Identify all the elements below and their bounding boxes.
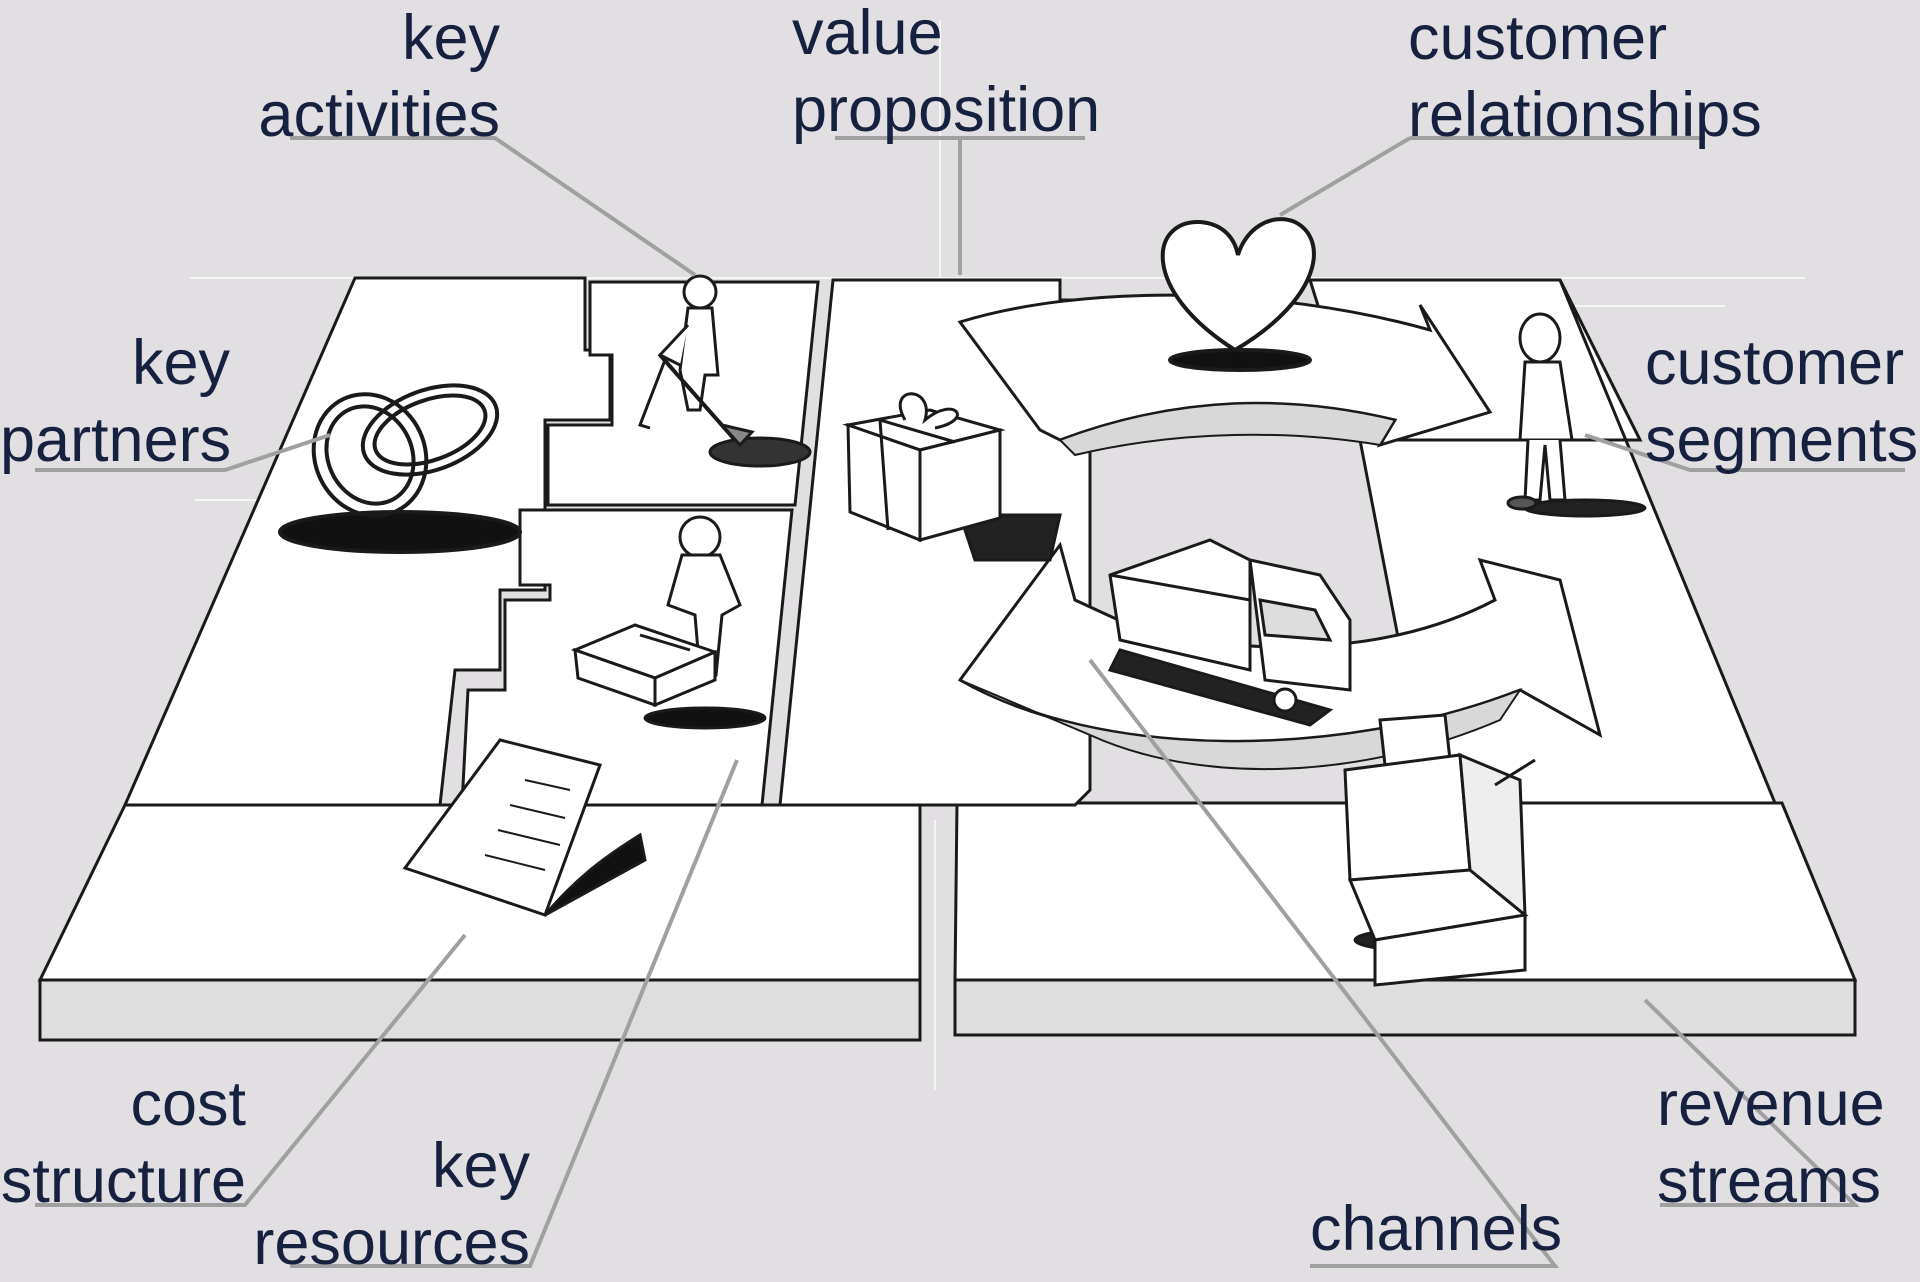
heart-icon (1160, 217, 1316, 372)
key-resources-line-2: resources (253, 1208, 530, 1278)
key-partners-line-1: key (131, 328, 230, 398)
invoice-document-icon (402, 738, 647, 917)
gift-box-icon (842, 392, 1062, 562)
customer-relationships-line-2: relationships (1408, 80, 1762, 150)
customer-segments-line-1: customer (1645, 328, 1905, 398)
cost-structure-line-1: cost (130, 1069, 246, 1139)
cost-structure-line-2: structure (0, 1146, 246, 1216)
key-activities-label: key activities (200, 0, 500, 154)
person-digging-icon (638, 274, 812, 468)
customer-segments-label: customer segments (1645, 325, 1920, 479)
channels-line-1: channels (1310, 1194, 1563, 1264)
revenue-streams-label: revenue streams (1657, 1066, 1920, 1220)
key-resources-label: key resources (230, 1128, 530, 1282)
value-proposition-line-2: proposition (792, 75, 1101, 145)
cost-structure-label: cost structure (0, 1066, 246, 1220)
cash-register-icon (1343, 713, 1536, 987)
customer-relationships-line-1: customer (1408, 3, 1668, 73)
revenue-streams-line-2: streams (1657, 1146, 1882, 1216)
key-activities-line-1: key (401, 3, 500, 73)
revenue-streams-line-1: revenue (1657, 1069, 1885, 1139)
interlocked-rings-icon (278, 383, 522, 554)
channels-label: channels (1310, 1191, 1610, 1268)
key-partners-label: key partners (0, 325, 232, 479)
delivery-truck-icon (1107, 538, 1352, 727)
leader-lines (35, 136, 1905, 1268)
key-partners-line-2: partners (0, 405, 232, 475)
value-proposition-label: value proposition (792, 0, 1152, 149)
person-with-cart-icon (570, 515, 767, 730)
customer-segments-line-2: segments (1645, 405, 1919, 475)
value-proposition-line-1: value (792, 0, 943, 68)
customer-relationships-label: customer relationships (1408, 0, 1828, 154)
key-resources-line-1: key (431, 1131, 530, 1201)
standing-person-icon (1506, 312, 1647, 518)
key-activities-line-2: activities (258, 80, 500, 150)
